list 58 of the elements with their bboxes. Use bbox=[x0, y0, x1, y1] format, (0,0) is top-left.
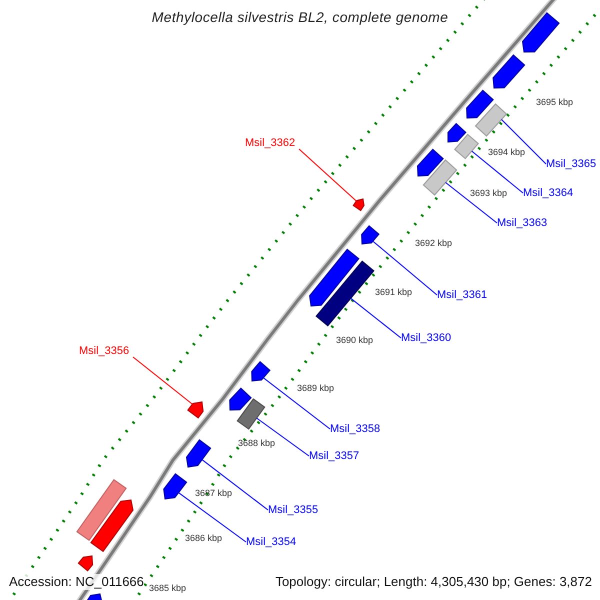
leader-line bbox=[262, 377, 330, 430]
tick-label: 3687 kbp bbox=[195, 488, 232, 498]
tick-label: 3693 kbp bbox=[470, 188, 508, 198]
leader-line bbox=[178, 492, 246, 542]
leader-line bbox=[298, 148, 357, 202]
gene-feature bbox=[448, 122, 466, 143]
gene-feature bbox=[417, 148, 444, 177]
gene-bar bbox=[316, 260, 374, 326]
tick-label: 3690 kbp bbox=[336, 335, 374, 345]
gene-bar bbox=[76, 479, 127, 541]
gene-feature bbox=[186, 439, 212, 468]
gene-feature bbox=[90, 499, 134, 552]
leader-line bbox=[372, 240, 438, 296]
gene-label: Msil_3356 bbox=[79, 344, 133, 358]
gene-feature bbox=[251, 361, 271, 382]
tick-label: 3688 kbp bbox=[238, 438, 276, 448]
gene-bar bbox=[474, 103, 508, 137]
gene-bar bbox=[236, 398, 266, 430]
gene-feature bbox=[229, 388, 252, 411]
leader-line bbox=[350, 298, 402, 338]
accession-note: Accession: NC_011666 bbox=[9, 574, 144, 590]
tick-label: 3686 kbp bbox=[185, 533, 222, 543]
gene-label: Msil_3357 bbox=[309, 449, 363, 463]
gene-feature bbox=[352, 198, 365, 212]
gene-label: Msil_3358 bbox=[330, 422, 384, 436]
tick-label: 3685 kbp bbox=[149, 583, 186, 593]
tick-label: 3689 kbp bbox=[297, 383, 334, 393]
gene-feature bbox=[466, 90, 494, 119]
leader-line bbox=[445, 182, 498, 224]
gene-feature bbox=[187, 401, 204, 419]
gene-feature bbox=[163, 473, 188, 500]
gene-feature bbox=[78, 555, 94, 572]
gene-label: Msil_3365 bbox=[546, 157, 600, 171]
gene-label: Msil_3364 bbox=[523, 186, 577, 200]
leader-line bbox=[256, 418, 310, 456]
gene-feature bbox=[309, 248, 360, 307]
gene-feature bbox=[86, 593, 103, 600]
tick-label: 3694 kbp bbox=[488, 147, 526, 157]
leader-line bbox=[132, 356, 193, 405]
tick-label: 3692 kbp bbox=[415, 238, 452, 248]
tick-label: 3695 kbp bbox=[536, 97, 574, 107]
diagram-title: Methylocella silvestris BL2, complete genome bbox=[152, 8, 448, 26]
topology-note: Topology: circular; Length: 4,305,430 bp; Genes: 3,872 bbox=[275, 574, 592, 590]
gene-bar bbox=[422, 159, 458, 196]
gene-label: Msil_3362 bbox=[245, 136, 299, 150]
gene-feature bbox=[492, 54, 526, 88]
leader-line bbox=[202, 459, 268, 510]
gene-feature bbox=[361, 225, 380, 245]
gene-label: Msil_3360 bbox=[401, 331, 455, 345]
gene-label: Msil_3363 bbox=[497, 216, 551, 230]
gene-feature bbox=[522, 12, 560, 52]
gene-bar bbox=[454, 134, 479, 160]
gene-label: Msil_3355 bbox=[268, 503, 322, 517]
leader-line bbox=[501, 119, 546, 164]
gene-label: Msil_3354 bbox=[246, 535, 300, 549]
gene-label: Msil_3361 bbox=[437, 288, 491, 302]
tick-label: 3691 kbp bbox=[375, 287, 412, 297]
leader-line bbox=[471, 150, 524, 194]
